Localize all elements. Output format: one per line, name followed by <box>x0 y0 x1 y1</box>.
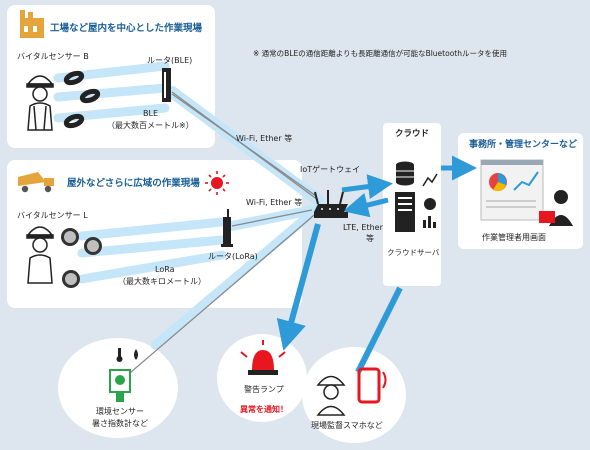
cloud-server-label: クラウドサーバ <box>387 248 440 257</box>
ble-router-label: ルータ(BLE) <box>147 56 193 65</box>
dump-truck-icon <box>18 172 54 193</box>
env-sensor-label-1: 環境センサー <box>96 407 144 416</box>
cloud-to-gateway-arrow <box>343 193 389 218</box>
thermometer-icon <box>116 348 123 362</box>
outdoor-panel <box>7 160 302 308</box>
indoor-sensor-label: バイタルセンサー B <box>17 52 89 61</box>
factory-icon <box>20 10 44 38</box>
office-title: 事務所・管理センターなど <box>469 140 578 150</box>
server-rack-icon <box>395 192 415 232</box>
supervisor-icon <box>316 375 346 416</box>
database-icon <box>396 161 414 186</box>
lte-label-line2: 等 <box>366 234 374 243</box>
worker-l-icon <box>26 226 54 284</box>
env-sensor-label-2: 暑さ指数計など <box>92 419 148 428</box>
alarm-bubble <box>217 334 307 422</box>
gateway-to-cloud-arrow <box>341 174 393 199</box>
footnote: ※ 通常のBLEの通信距離よりも長距離通信が可能なBluetoothルータを使用 <box>253 49 507 58</box>
iot-gateway-icon <box>314 190 348 218</box>
worker-b-icon <box>26 75 54 131</box>
cloud-to-phone-link <box>355 286 403 374</box>
supervisor-label: 現場監督スマホなど <box>311 421 383 430</box>
gateway-to-alarm-arrow <box>276 223 321 351</box>
ble-range-label: （最大数百メートル※） <box>107 121 194 130</box>
smartphone-icon <box>357 367 387 404</box>
lora-range-label: （最大数キロメートル） <box>118 277 206 286</box>
ble-wristband-icons <box>63 70 101 129</box>
wifi-lower-label: Wi-Fi, Ether 等 <box>246 198 303 207</box>
iot-gateway-label: IoTゲートウェイ <box>300 165 361 174</box>
alarm-lamp-label: 警告ランプ <box>244 385 284 394</box>
alarm-lamp-icon <box>240 340 286 375</box>
lora-watch-icons <box>61 228 102 288</box>
env-sensor-device-icon <box>109 369 131 402</box>
wifi-upper-label: Wi-Fi, Ether 等 <box>236 134 293 143</box>
outdoor-sensor-label: バイタルセンサー L <box>17 211 88 220</box>
outdoor-title: 屋外などさらに広域の作業現場 <box>67 178 200 189</box>
chart-icons <box>422 173 438 228</box>
lora-label: LoRa <box>155 265 175 274</box>
admin-screen-label: 作業管理者用画面 <box>482 233 546 242</box>
admin-screen-icon <box>480 159 544 221</box>
indoor-title: 工場など屋内を中心とした作業現場 <box>50 23 203 34</box>
lora-router-label: ルータ(LoRa) <box>208 252 258 261</box>
lora-router-icon <box>221 209 233 247</box>
wired-links <box>123 91 321 379</box>
sun-icon <box>205 171 229 195</box>
cloud-title: クラウド <box>395 129 430 139</box>
lte-label-line1: LTE, Ether <box>343 223 383 232</box>
alert-notice-label: 異常を通知！ <box>240 405 288 414</box>
admin-person-icon <box>539 190 573 226</box>
ble-label: BLE <box>143 109 158 118</box>
water-drop-icon <box>134 349 138 360</box>
ble-router-icon <box>162 68 171 102</box>
